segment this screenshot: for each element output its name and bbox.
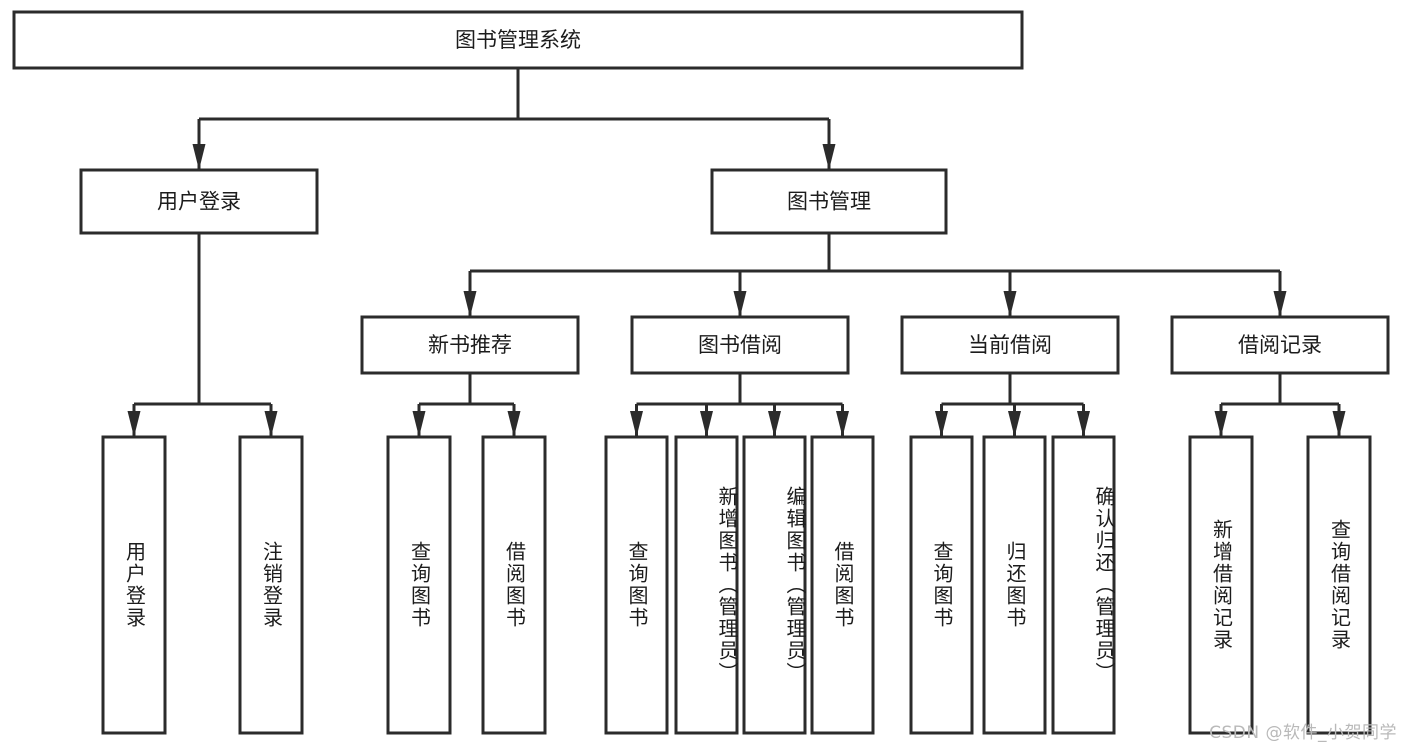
arrow-head-icon — [822, 144, 836, 170]
node-box — [982, 435, 1047, 735]
node-box — [1170, 315, 1390, 375]
arrow-head-icon — [1003, 291, 1017, 317]
arrow-head-icon — [507, 411, 521, 437]
node-book-management[interactable]: 图书管理 — [710, 168, 948, 235]
node-borrow-record[interactable]: 借阅记录 — [1170, 315, 1390, 375]
arrow-head-icon — [264, 411, 278, 437]
node-leaf-user-login[interactable] — [101, 435, 167, 735]
node-box — [386, 435, 452, 735]
arrow-head-icon — [127, 411, 141, 437]
arrow-head-icon — [1008, 411, 1021, 437]
watermark-text: CSDN @软件_小贺同学 — [1209, 723, 1397, 743]
node-box — [1188, 435, 1254, 735]
node-box — [909, 435, 974, 735]
node-label: 图书借阅 — [698, 333, 782, 357]
node-current-borrow[interactable]: 当前借阅 — [900, 315, 1120, 375]
node-box — [604, 435, 669, 735]
arrow-head-icon — [412, 411, 426, 437]
node-leaf-return-book[interactable] — [982, 435, 1047, 735]
node-box — [101, 435, 167, 735]
node-leaf-edit-book-admin[interactable] — [742, 435, 807, 735]
node-box — [481, 435, 547, 735]
node-leaf-add-borrow-record[interactable] — [1188, 435, 1254, 735]
node-label: 当前借阅 — [968, 333, 1052, 357]
node-box — [900, 315, 1120, 375]
node-box — [742, 435, 807, 735]
node-label: 图书管理系统 — [455, 28, 581, 52]
arrow-head-icon — [733, 291, 747, 317]
node-box — [1306, 435, 1372, 735]
arrow-head-icon — [1332, 411, 1346, 437]
node-label: 新书推荐 — [428, 333, 512, 357]
node-leaf-query-book-current[interactable] — [909, 435, 974, 735]
node-new-book-recommend[interactable]: 新书推荐 — [360, 315, 580, 375]
arrow-head-icon — [630, 411, 643, 437]
node-label: 图书管理 — [787, 190, 871, 214]
node-box — [12, 10, 1024, 70]
node-leaf-logout-login[interactable] — [238, 435, 304, 735]
node-label: 用户登录 — [157, 190, 241, 214]
node-box — [674, 435, 739, 735]
arrow-head-icon — [1273, 291, 1287, 317]
node-label: 借阅记录 — [1238, 333, 1322, 357]
node-leaf-query-borrow-record[interactable] — [1306, 435, 1372, 735]
node-leaf-query-book-recommend[interactable] — [386, 435, 452, 735]
node-leaf-borrow-book-recommend[interactable] — [481, 435, 547, 735]
node-book-borrow[interactable]: 图书借阅 — [630, 315, 850, 375]
arrow-head-icon — [192, 144, 206, 170]
node-box — [1051, 435, 1116, 735]
arrow-head-icon — [1077, 411, 1090, 437]
node-leaf-add-book-admin[interactable] — [674, 435, 739, 735]
connectors-layer — [127, 68, 1346, 437]
arrow-head-icon — [463, 291, 477, 317]
node-leaf-borrow-book[interactable] — [810, 435, 875, 735]
node-leaf-confirm-return-admin[interactable] — [1051, 435, 1116, 735]
node-box — [630, 315, 850, 375]
node-leaf-query-book-borrow[interactable] — [604, 435, 669, 735]
node-user-login[interactable]: 用户登录 — [79, 168, 319, 235]
arrow-head-icon — [768, 411, 781, 437]
arrow-head-icon — [935, 411, 948, 437]
node-box — [79, 168, 319, 235]
node-root-root[interactable]: 图书管理系统 — [12, 10, 1024, 70]
arrow-head-icon — [1214, 411, 1228, 437]
arrow-head-icon — [836, 411, 849, 437]
node-box — [710, 168, 948, 235]
arrow-head-icon — [700, 411, 713, 437]
node-box — [238, 435, 304, 735]
node-box — [360, 315, 580, 375]
node-box — [810, 435, 875, 735]
